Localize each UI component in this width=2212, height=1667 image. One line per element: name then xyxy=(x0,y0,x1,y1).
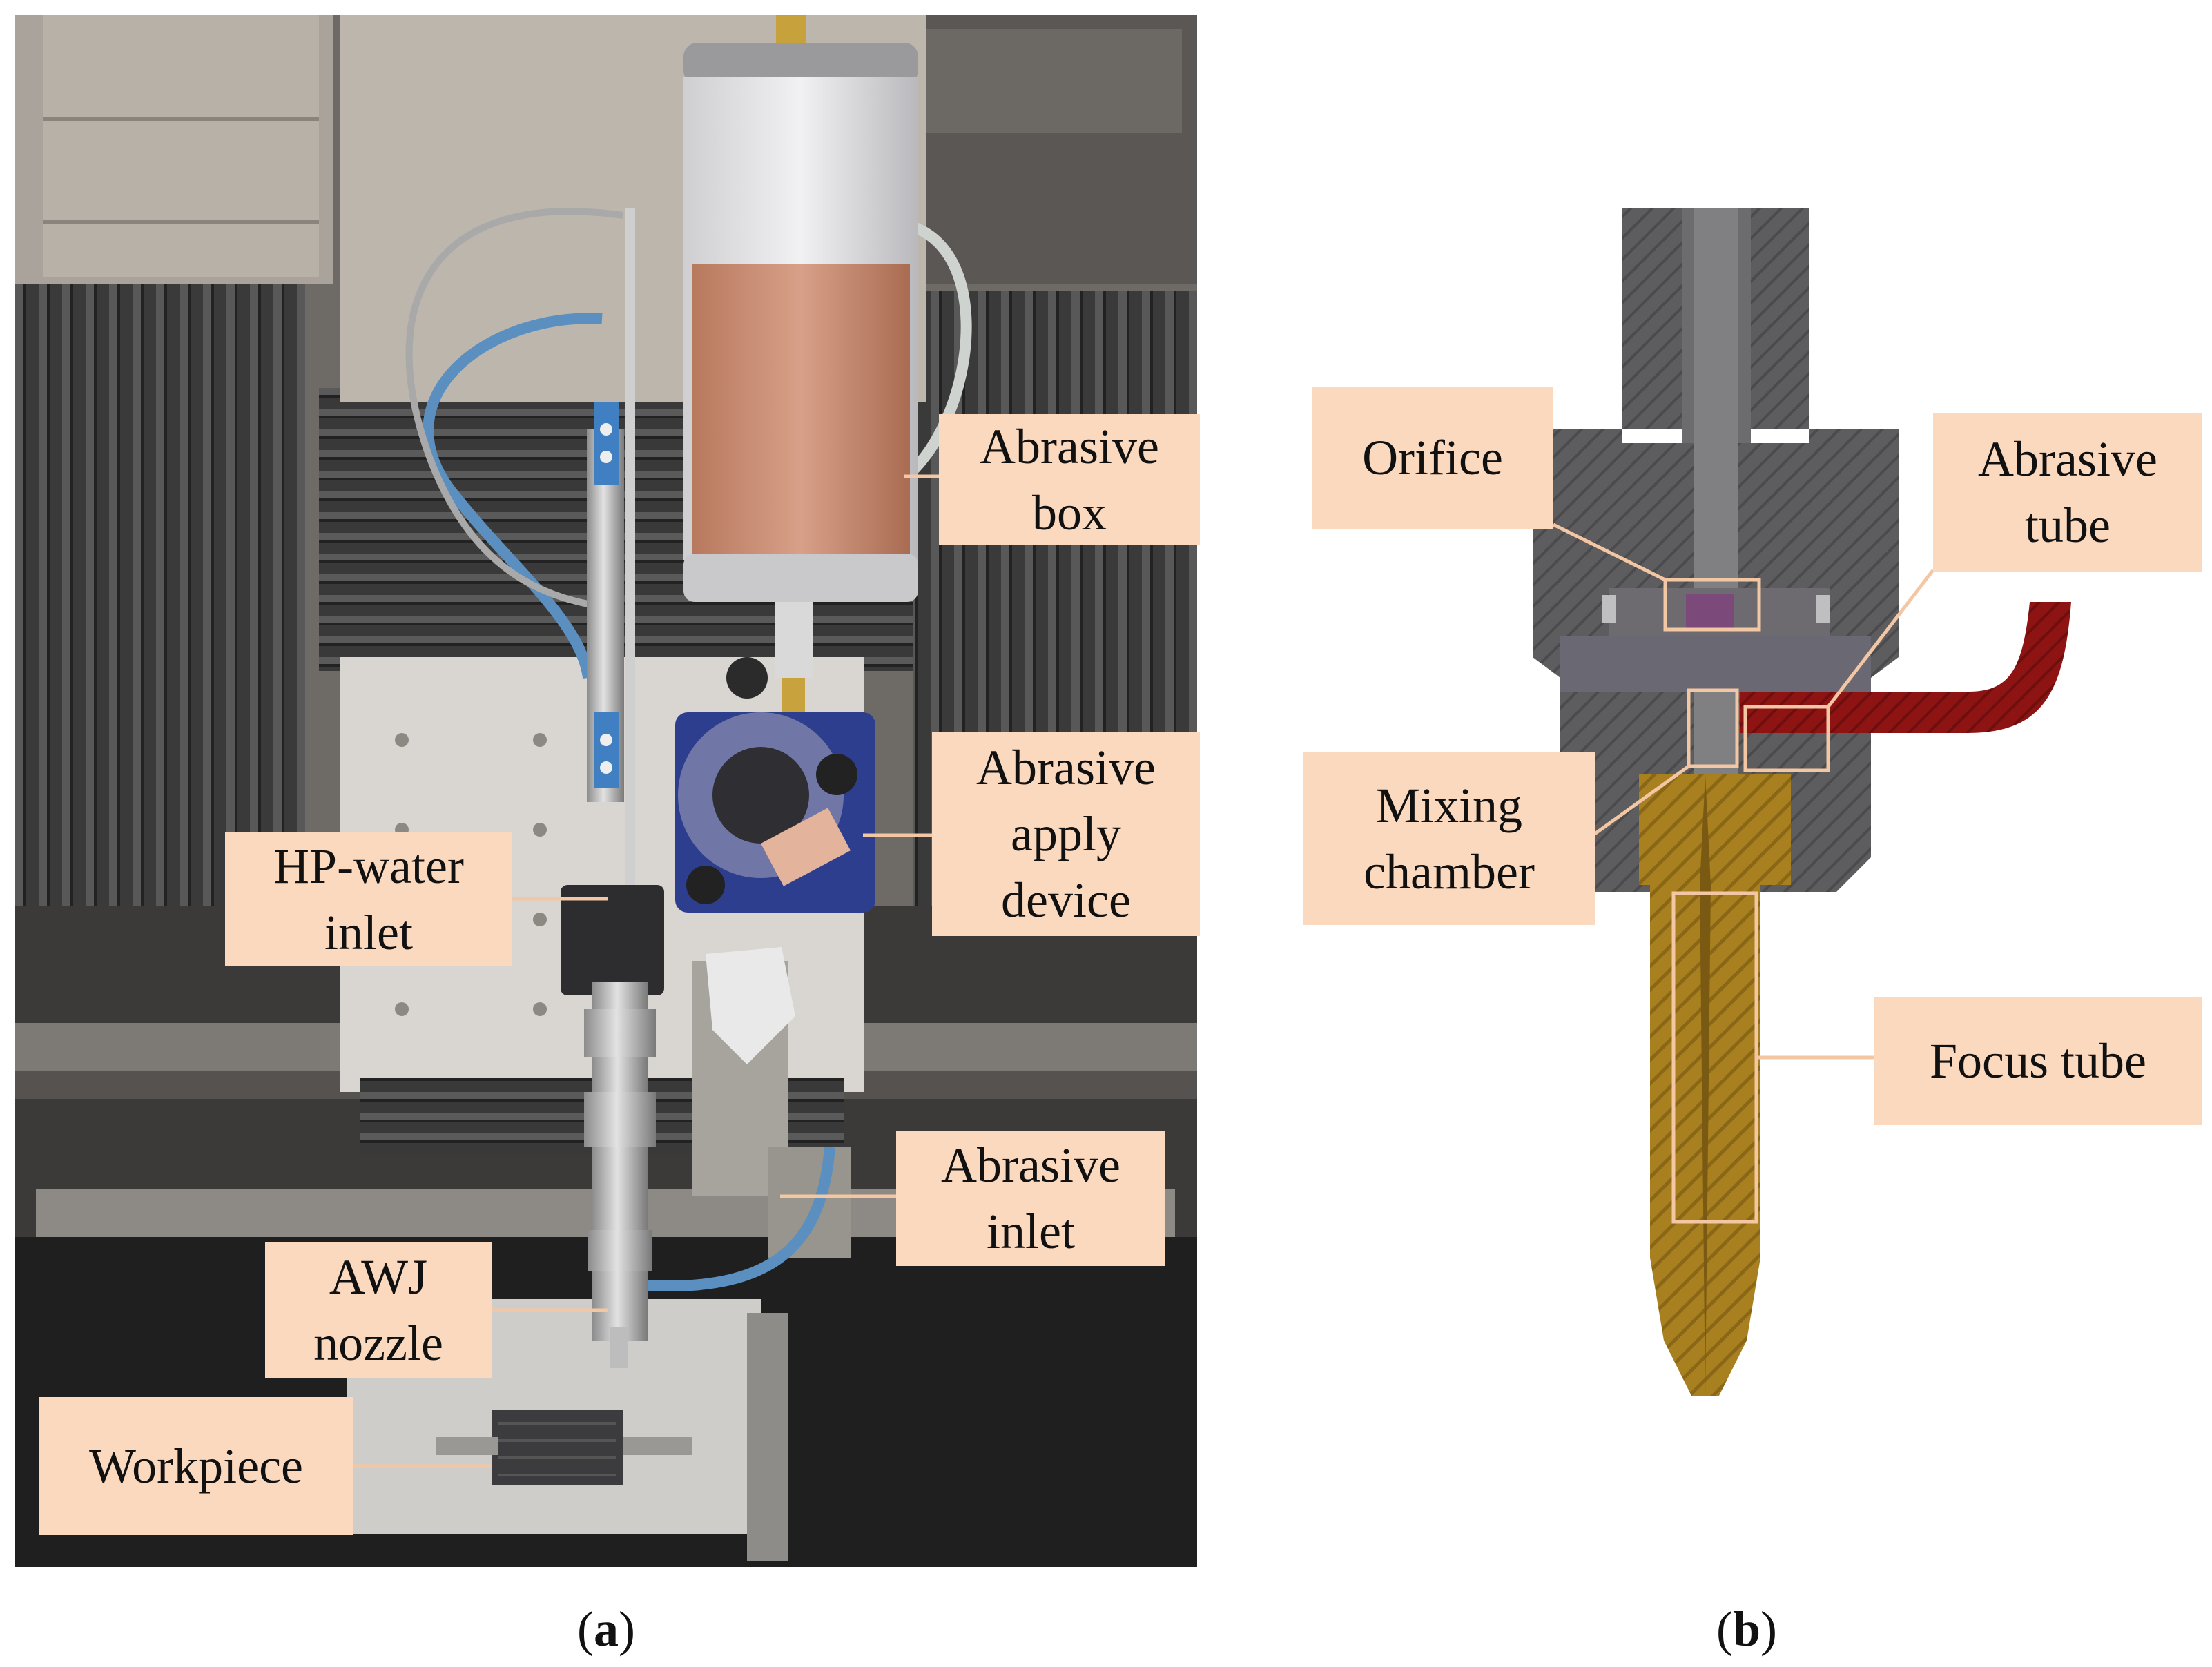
label-abrasive-apply-device: Abrasive apply device xyxy=(976,740,1156,928)
callout-mixing-chamber: Mixing chamber xyxy=(1303,752,1595,925)
callout-abrasive-apply-device: Abrasive apply device xyxy=(932,732,1200,936)
label-focus-tube: Focus tube xyxy=(1930,1033,2146,1089)
label-abrasive-box: Abrasive box xyxy=(980,419,1159,540)
label-mixing-chamber: Mixing chamber xyxy=(1364,778,1535,899)
callout-hp-water-inlet: HP-water inlet xyxy=(225,832,512,966)
callout-abrasive-inlet: Abrasive inlet xyxy=(896,1131,1165,1266)
panel-label-a: (a) xyxy=(577,1601,635,1657)
label-awj-nozzle: AWJ nozzle xyxy=(313,1249,443,1371)
abrasive-tube-drawing xyxy=(1740,602,2071,733)
panel-letter-b: b xyxy=(1732,1601,1761,1657)
orifice-jewel xyxy=(1686,594,1734,628)
callout-abrasive-box: Abrasive box xyxy=(939,414,1200,545)
callout-focus-tube: Focus tube xyxy=(1874,997,2202,1125)
label-abrasive-tube: Abrasive tube xyxy=(1978,431,2157,553)
label-abrasive-inlet: Abrasive inlet xyxy=(941,1138,1120,1259)
water-bore xyxy=(1694,208,1738,623)
callout-workpiece: Workpiece xyxy=(39,1397,353,1535)
panel-label-b: (b) xyxy=(1716,1601,1778,1657)
label-hp-water-inlet: HP-water inlet xyxy=(273,839,464,960)
callout-orifice: Orifice xyxy=(1312,387,1553,529)
label-workpiece: Workpiece xyxy=(88,1439,304,1494)
callout-awj-nozzle: AWJ nozzle xyxy=(265,1242,492,1378)
panel-letter-a: a xyxy=(593,1601,619,1657)
focus-tube-drawing xyxy=(1639,774,1791,1396)
callout-abrasive-tube: Abrasive tube xyxy=(1933,413,2202,572)
label-orifice: Orifice xyxy=(1362,430,1503,485)
